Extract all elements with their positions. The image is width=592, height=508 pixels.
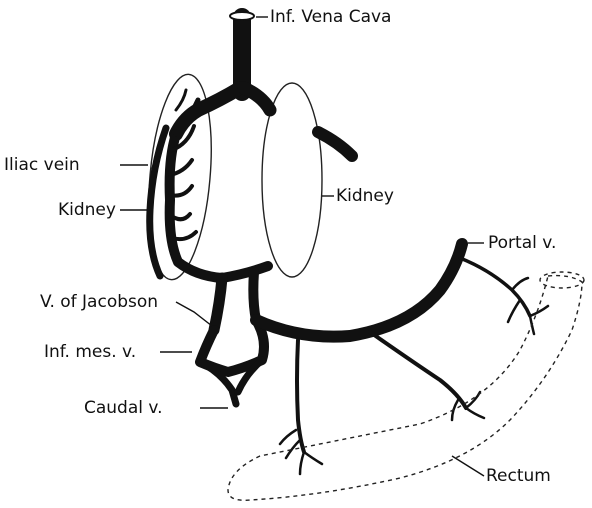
rectal-twig: [280, 430, 296, 444]
rectal-branch: [297, 340, 304, 452]
leader-vein-of-jacobson: [176, 302, 212, 326]
label-kidney-right: Kidney: [336, 188, 394, 205]
upper-twig: [512, 278, 528, 290]
portal-vein-vessel: [256, 244, 462, 337]
mesenteric-branch: [370, 332, 466, 408]
inf-vena-cava-opening: [230, 12, 254, 20]
iliac-vein-vessel: [318, 132, 352, 156]
label-caudal-vein: Caudal v.: [84, 400, 163, 417]
vein-of-jacobson-vessel: [214, 278, 222, 330]
label-kidney-left: Kidney: [58, 202, 116, 219]
leader-rectum: [452, 456, 484, 476]
connecting-vessel: [253, 272, 256, 320]
upper-branch: [460, 258, 530, 316]
renal-branch: [176, 90, 186, 110]
upper-twig: [530, 306, 548, 316]
renal-branch: [170, 214, 190, 219]
label-inf-mes-vein: Inf. mes. v.: [44, 344, 136, 361]
upper-twig: [508, 300, 520, 322]
rectal-twig: [300, 452, 304, 474]
label-rectum: Rectum: [486, 468, 551, 485]
label-iliac-vein: Iliac vein: [4, 157, 80, 174]
label-vein-of-jacobson: V. of Jacobson: [40, 294, 158, 311]
portal-vein-end: [457, 239, 467, 249]
mesenteric-twig: [466, 408, 484, 418]
rectal-twig: [304, 452, 322, 464]
vena-cava-right-branch: [244, 88, 270, 110]
left-iliac-vessel: [150, 128, 166, 276]
label-portal-vein: Portal v.: [488, 235, 556, 252]
renal-portal-trunk: [170, 134, 268, 278]
label-inf-vena-cava: Inf. Vena Cava: [270, 9, 391, 26]
